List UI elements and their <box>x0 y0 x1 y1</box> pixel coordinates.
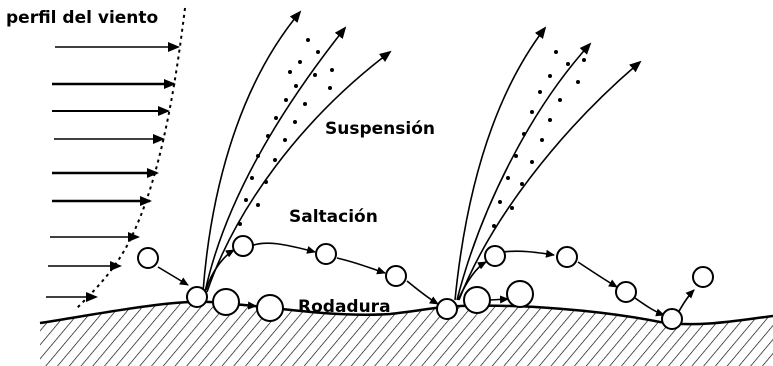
suspension-plume-2 <box>454 26 642 301</box>
saltation-path <box>205 249 235 291</box>
sand-grain <box>463 286 491 314</box>
suspension-trajectory <box>454 26 547 301</box>
saltation-label: Saltación <box>289 207 378 227</box>
sand-grain <box>506 280 534 308</box>
saltation-path <box>250 242 316 254</box>
suspension-trajectory <box>456 42 592 301</box>
rolling-path <box>237 301 257 310</box>
sand-grain <box>436 298 458 320</box>
sand-grain <box>315 243 337 265</box>
saltation-path <box>577 261 618 288</box>
sand-grains <box>137 235 714 330</box>
saltation-trajectories <box>157 242 695 317</box>
saltation-path <box>336 257 386 275</box>
saltation-path <box>457 261 487 301</box>
suspended-dust-1 <box>238 38 334 226</box>
sand-grain <box>186 286 208 308</box>
wind-profile-curve <box>74 7 186 311</box>
ground-hatching <box>40 301 773 366</box>
sand-grain <box>615 281 637 303</box>
suspension-plume-1 <box>202 10 392 293</box>
saltation-path <box>406 280 439 305</box>
saltation-path <box>634 297 665 317</box>
sand-grain <box>692 266 714 288</box>
sand-grain <box>484 245 506 267</box>
sand-grain <box>137 247 159 269</box>
suspension-label: Suspensión <box>325 119 435 139</box>
saltation-path <box>501 249 555 258</box>
wind-profile-label: perfil del viento <box>6 8 159 28</box>
ground-surface-line <box>39 300 773 326</box>
suspended-dust-2 <box>492 50 586 228</box>
sand-grain <box>212 288 240 316</box>
sand-grain <box>256 294 284 322</box>
suspension-trajectory <box>202 10 302 293</box>
saltation-path <box>677 289 695 314</box>
sand-grain <box>232 235 254 257</box>
saltation-path <box>157 266 189 286</box>
suspension-trajectory <box>206 50 392 293</box>
suspension-trajectory <box>458 60 642 301</box>
rolling-path <box>489 295 509 304</box>
sand-grain <box>556 246 578 268</box>
wind-arrows <box>46 42 180 302</box>
sand-grain <box>385 265 407 287</box>
sand-grain <box>661 308 683 330</box>
rolling-label: Rodadura <box>298 297 391 317</box>
